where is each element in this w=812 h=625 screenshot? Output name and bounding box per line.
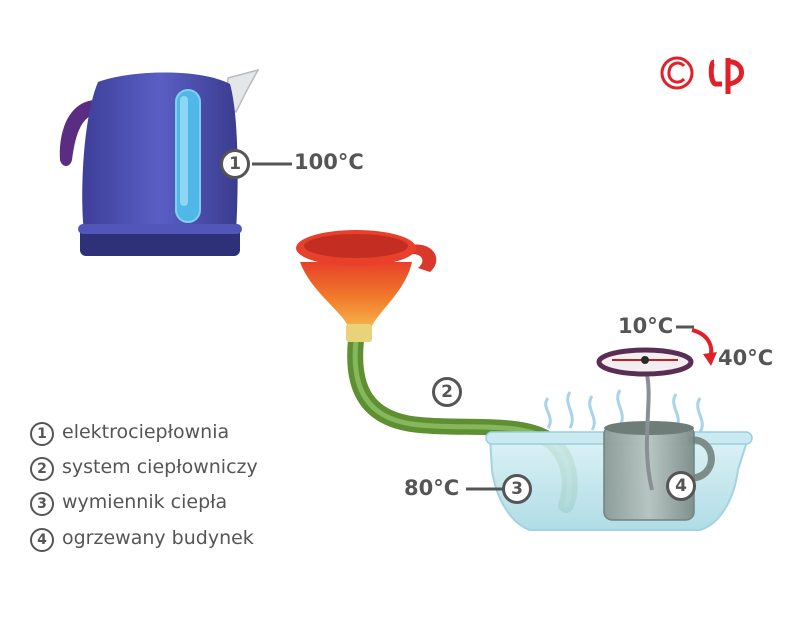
legend-item-4-text: ogrzewany budynek <box>62 527 254 549</box>
funnel-neck <box>346 324 372 342</box>
building-input-temperature-label: 10°C <box>618 314 674 338</box>
kettle-body <box>82 72 238 232</box>
legend-item-3-badge: 3 <box>30 492 54 516</box>
marker-1-badge: 1 <box>220 149 250 179</box>
legend-item-3-text: wymiennik ciepła <box>62 491 228 513</box>
kettle-base <box>80 228 240 256</box>
building-output-temperature-label: 40°C <box>718 346 774 370</box>
marker-2-badge: 2 <box>432 377 462 407</box>
legend-item-2-text: system ciepłowniczy <box>62 456 258 478</box>
kettle-temperature-label: 100°C <box>294 150 364 174</box>
funnel-cone <box>300 262 412 326</box>
copyright-icon <box>660 56 694 90</box>
legend-item-2-badge: 2 <box>30 457 54 481</box>
funnel-illustration <box>296 230 437 342</box>
legend-item-1-text: elektrociepłownia <box>62 421 230 443</box>
kettle-handle <box>59 99 106 166</box>
marker-4-badge: 4 <box>666 471 696 501</box>
legend-item-1-badge: 1 <box>30 422 54 446</box>
kettle-illustration <box>59 68 260 256</box>
marker-3-badge: 3 <box>502 474 532 504</box>
exchanger-temperature-label: 80°C <box>404 476 460 500</box>
legend-item-4-badge: 4 <box>30 528 54 552</box>
publisher-logo-icon <box>708 58 744 94</box>
thermometer-probe <box>596 347 694 491</box>
